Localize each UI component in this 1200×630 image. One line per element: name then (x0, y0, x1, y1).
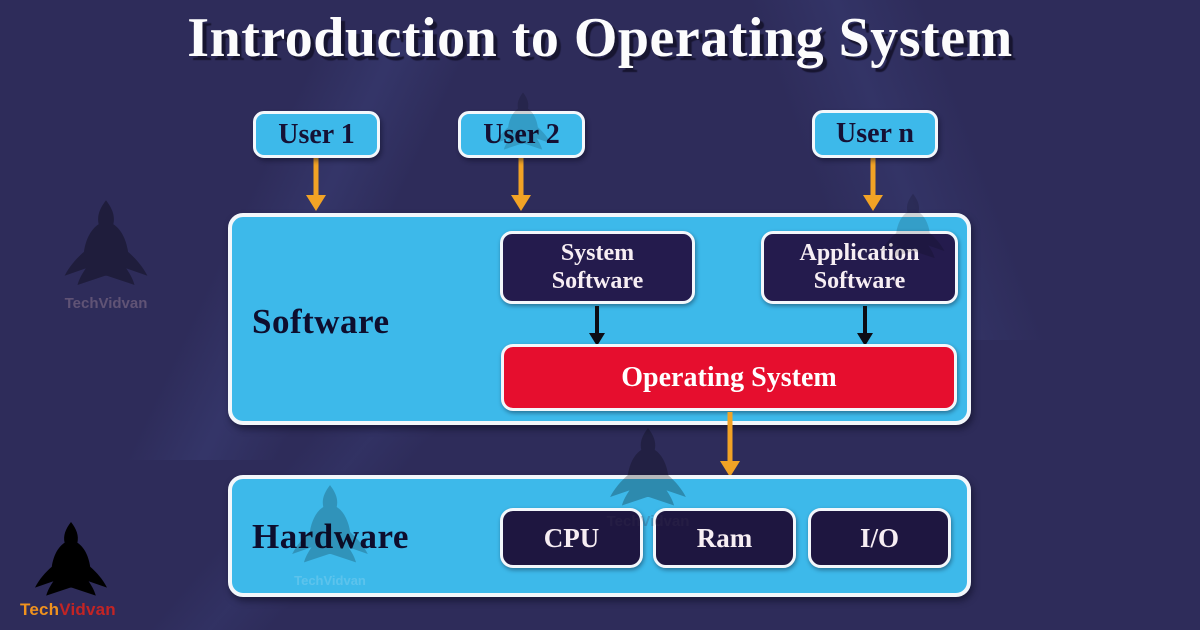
operating-system-label: Operating System (621, 361, 837, 393)
ram-box: Ram (653, 508, 796, 568)
logo-text-vidvan: Vidvan (59, 600, 116, 619)
meditating-figure-icon (35, 522, 107, 596)
user-n-label: User n (835, 118, 915, 149)
arrow-user-n-to-software-icon (863, 158, 883, 211)
techvidvan-logo: TechVidvan (20, 522, 160, 620)
user-n-box: User n (812, 110, 938, 158)
user-1-box: User 1 (253, 111, 380, 158)
application-software-label: Application Software (799, 239, 920, 294)
user-2-box: User 2 (458, 111, 585, 158)
meditating-figure-icon (64, 200, 148, 285)
arrow-application-software-to-os-icon (857, 306, 873, 346)
cpu-label: CPU (543, 522, 600, 553)
io-label: I/O (859, 522, 899, 553)
application-software-box: Application Software (761, 231, 958, 304)
user-1-label: User 1 (278, 118, 355, 150)
system-software-box: System Software (500, 231, 695, 304)
cpu-box: CPU (500, 508, 643, 568)
ram-label: Ram (696, 522, 753, 553)
page-title: Introduction to Operating System (187, 7, 1013, 69)
techvidvan-logo-text: TechVidvan (20, 600, 160, 620)
watermark-text: TechVidvan (64, 295, 148, 312)
hardware-label: Hardware (252, 517, 409, 556)
operating-system-box: Operating System (501, 344, 957, 411)
user-2-label: User 2 (483, 118, 560, 150)
io-box: I/O (808, 508, 951, 568)
system-software-label: System Software (551, 239, 644, 294)
hardware-layer-box: Hardware CPU Ram I/O (228, 475, 971, 597)
arrow-user-1-to-software-icon (306, 158, 326, 211)
software-layer-box: Software System Software Application Sof… (228, 213, 971, 425)
watermark-left: TechVidvan (60, 198, 152, 312)
arrow-os-to-hardware-icon (720, 412, 740, 477)
arrow-system-software-to-os-icon (589, 306, 605, 346)
logo-text-tech: Tech (20, 600, 60, 619)
arrow-user-2-to-software-icon (511, 158, 531, 211)
software-label: Software (252, 302, 390, 341)
